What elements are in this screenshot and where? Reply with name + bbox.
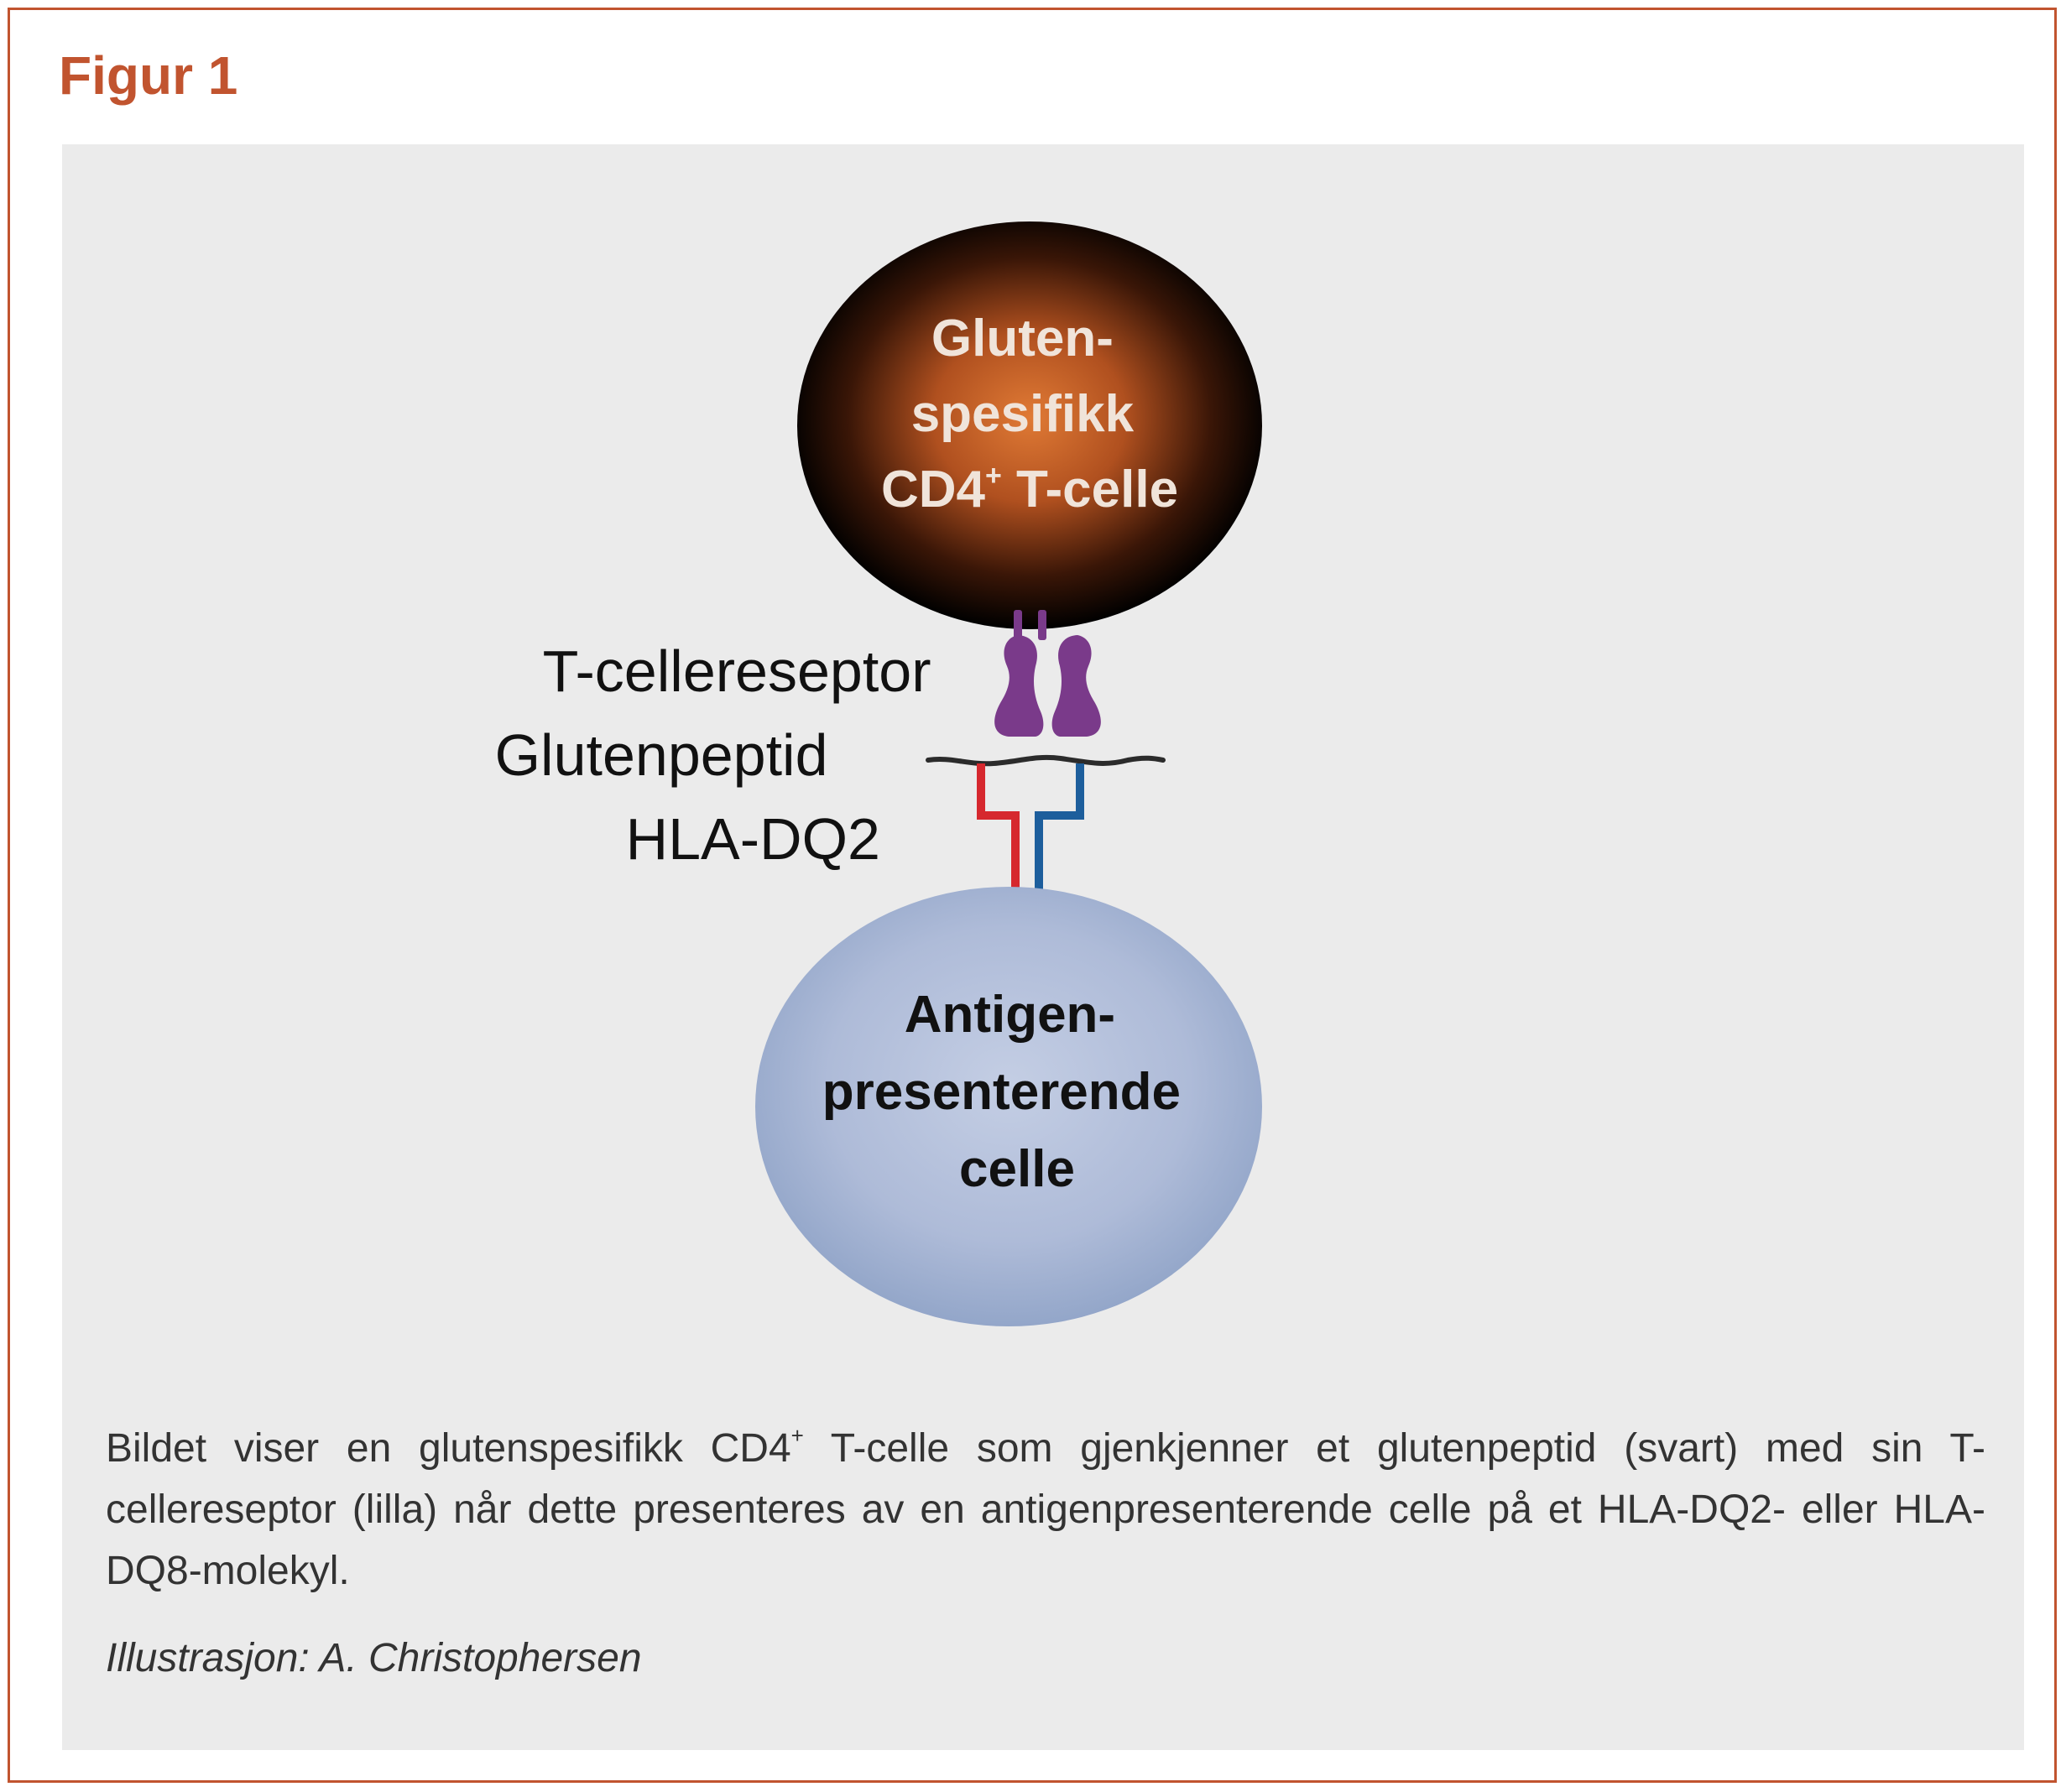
gluten-peptide: [926, 754, 1166, 767]
t-cell-label-rest: T-celle: [1002, 461, 1178, 518]
illustration-credit: Illustrasjon: A. Christophersen: [106, 1636, 642, 1680]
svg-text:Antigen- presenterende: Antigen- presenterende celle: [822, 986, 1196, 1198]
t-cell-label-line2: spesifikk: [911, 385, 1135, 443]
label-hla-dq2: HLA-DQ2: [626, 806, 880, 872]
figure-caption: Bildet viser en glutenspesifikk CD4+ T-c…: [106, 1418, 1985, 1602]
hla-alpha-chain: [977, 763, 1020, 923]
t-cell-receptor: [994, 610, 1101, 737]
caption-sup: +: [790, 1423, 804, 1448]
t-cell-label-cd4: CD4: [881, 461, 986, 518]
figure-frame: Figur 1 Gluten- spesifikk: [8, 8, 2057, 1783]
immune-synapse-diagram: Gluten- spesifikk CD4+ T-celle Ant: [495, 221, 1262, 1326]
caption-part1: Bildet viser en glutenspesifikk CD4: [106, 1426, 791, 1471]
figure-panel: Gluten- spesifikk CD4+ T-celle Ant: [62, 144, 2024, 1750]
antigen-presenting-cell: [755, 887, 1262, 1326]
hla-dq2-molecule: [977, 763, 1084, 923]
svg-text:T-cellereseptor Gluten: T-cellereseptor Glutenpeptid HLA-DQ2: [495, 638, 947, 872]
figure-title: Figur 1: [59, 45, 238, 106]
t-cell-label-sup: +: [985, 460, 1002, 492]
apc-label-line2: presenterende: [822, 1063, 1181, 1121]
apc-label-line3: celle: [959, 1140, 1075, 1198]
hla-beta-chain: [1035, 763, 1084, 923]
label-gluten-peptide: Glutenpeptid: [495, 722, 828, 788]
apc-label-line1: Antigen-: [905, 986, 1115, 1044]
caption-part2: T-celle som gjenkjenner et glutenpeptid …: [106, 1426, 1985, 1593]
svg-text:Gluten- spesifikk: Gluten- spesifikk CD4+ T-celle: [881, 310, 1178, 518]
t-cell-label-line1: Gluten-: [931, 310, 1114, 367]
label-t-cell-receptor: T-cellereseptor: [543, 638, 931, 704]
t-cell: [797, 221, 1262, 629]
